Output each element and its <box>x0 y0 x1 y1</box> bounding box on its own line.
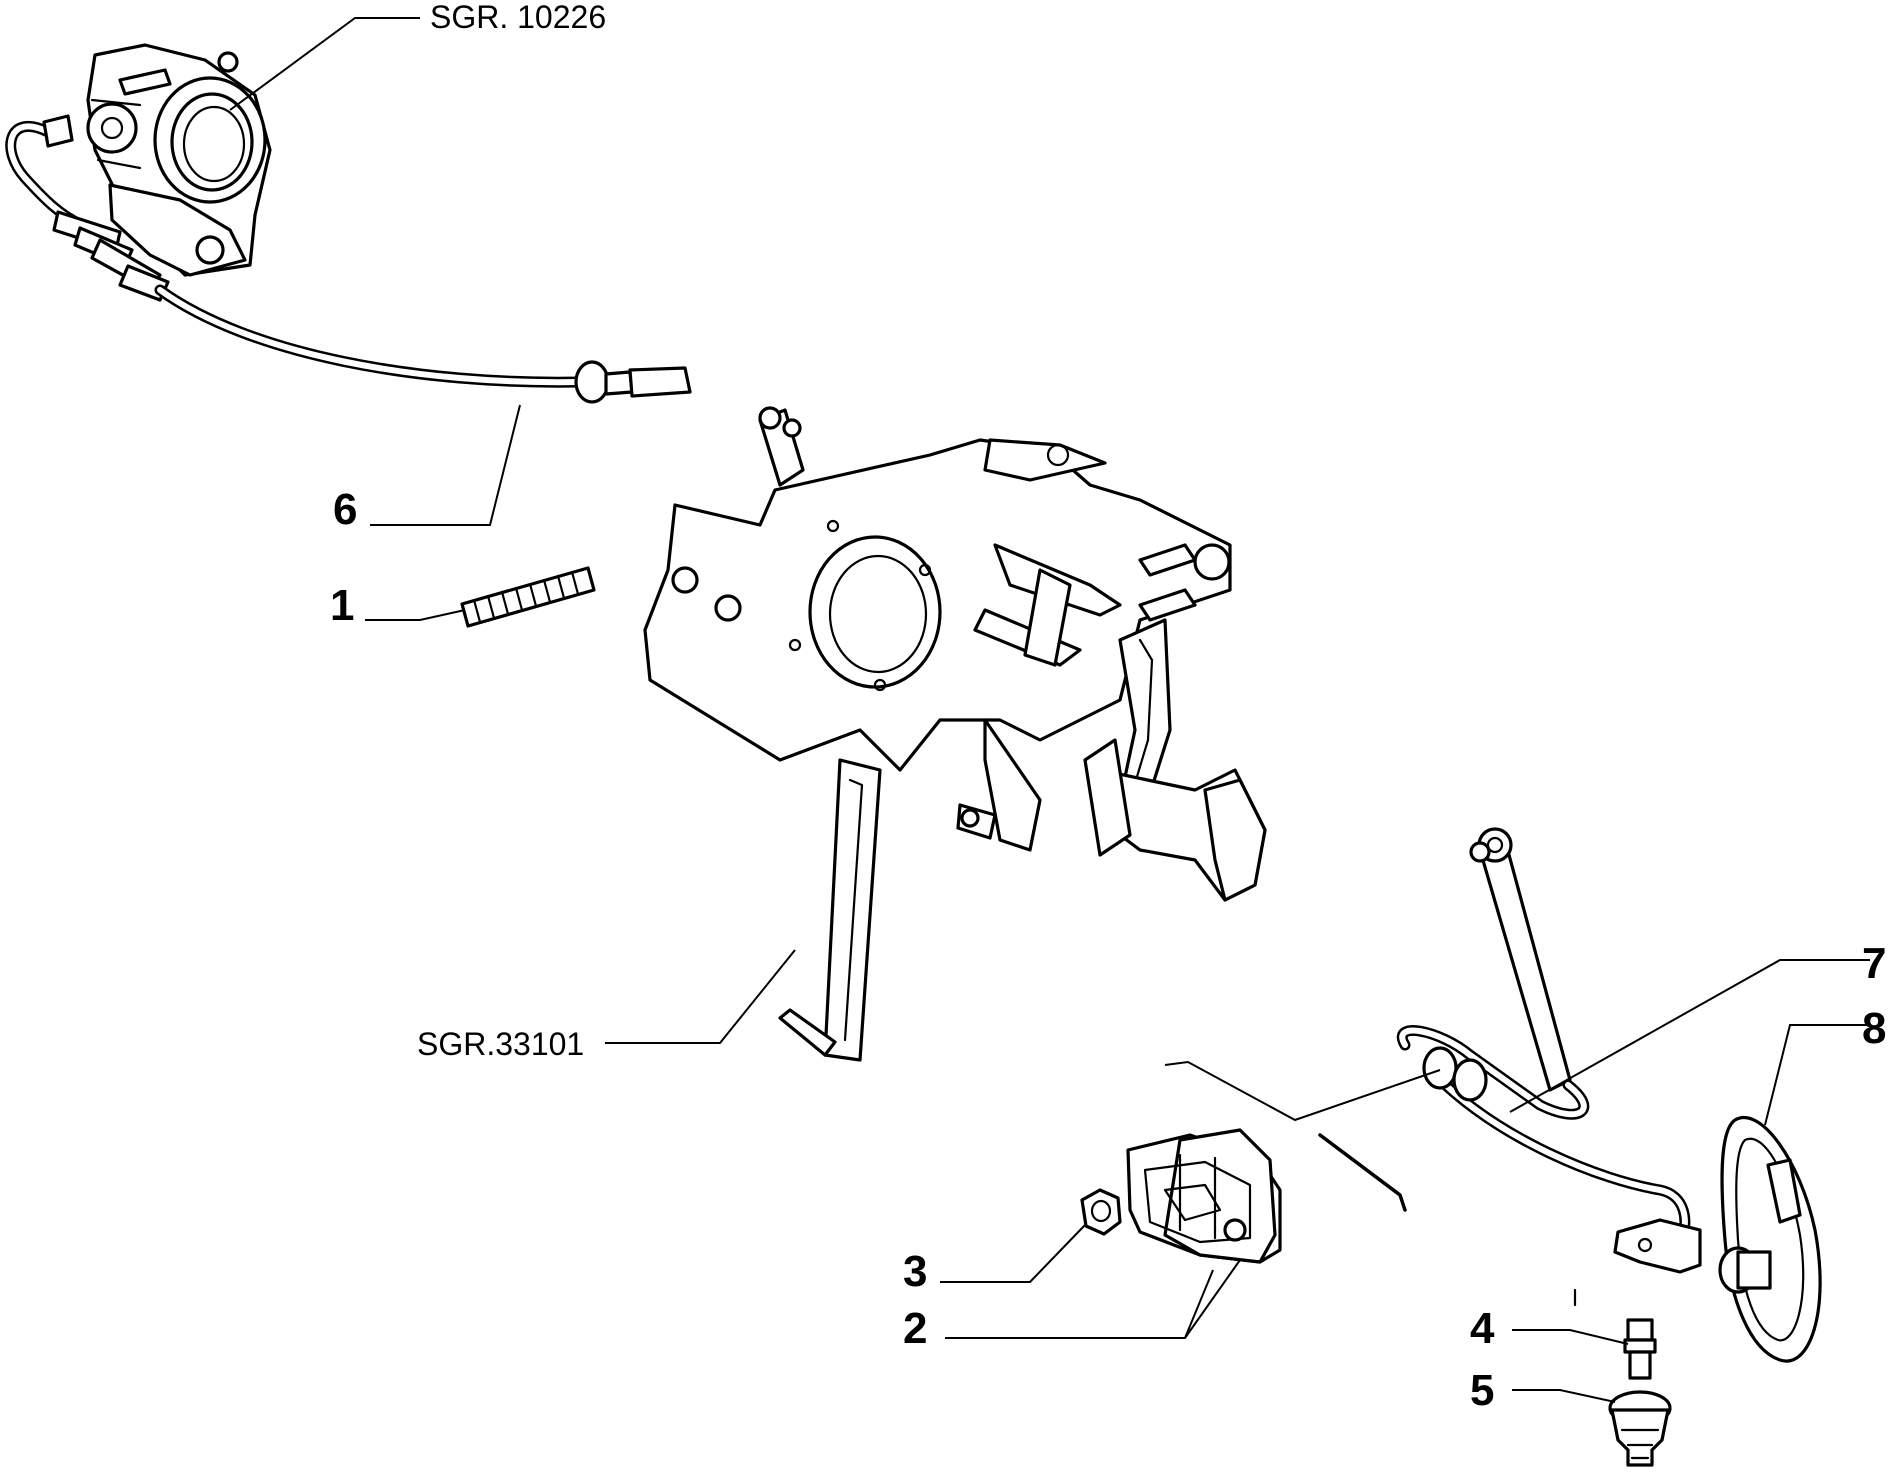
leader-6 <box>370 404 521 526</box>
label-3: 3 <box>903 1247 927 1296</box>
label-4: 4 <box>1470 1304 1495 1353</box>
leader-2 <box>945 1259 1241 1339</box>
leader-8 <box>1764 1024 1870 1126</box>
label-8: 8 <box>1862 1004 1886 1053</box>
clutch-linkage <box>1396 827 1702 1307</box>
spring <box>460 566 596 628</box>
leader-5 <box>1512 1389 1616 1403</box>
pedal-pad <box>1718 1116 1822 1363</box>
reference-pedal-box: SGR.33101 <box>417 1026 584 1062</box>
leader-7 <box>1509 959 1870 1113</box>
bumper <box>1608 1390 1672 1467</box>
pin <box>1623 1318 1657 1380</box>
leader-1 <box>365 609 466 621</box>
relay-block <box>1126 1128 1282 1264</box>
accelerator-cable <box>5 114 692 404</box>
label-6: 6 <box>333 485 357 534</box>
leader-pedals <box>605 949 796 1044</box>
pedal-box-bracket <box>643 406 1267 1062</box>
nut <box>1080 1188 1122 1236</box>
reference-throttle-body: SGR. 10226 <box>430 0 606 35</box>
leader-3 <box>940 1224 1086 1283</box>
leader-4 <box>1512 1329 1629 1345</box>
label-7: 7 <box>1862 939 1886 988</box>
label-2: 2 <box>903 1304 927 1353</box>
leader-throttle <box>229 17 420 111</box>
throttle-body <box>86 43 272 277</box>
label-1: 1 <box>330 581 354 630</box>
label-5: 5 <box>1470 1366 1494 1415</box>
